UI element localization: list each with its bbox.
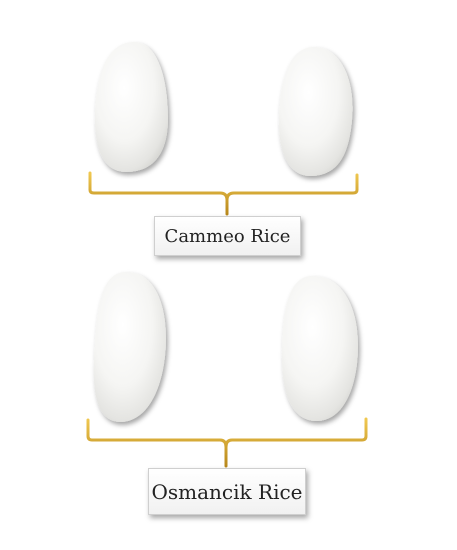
cammeo-grain-left	[94, 41, 168, 173]
osmancik-grain-right	[282, 275, 358, 422]
osmancik-grain-left	[93, 271, 166, 423]
cammeo-rice-label: Cammeo Rice	[154, 216, 301, 256]
cammeo-grain-right	[278, 46, 353, 177]
osmancik-bracket	[86, 417, 368, 468]
osmancik-rice-label: Osmancik Rice	[148, 468, 306, 515]
cammeo-bracket	[88, 171, 359, 216]
